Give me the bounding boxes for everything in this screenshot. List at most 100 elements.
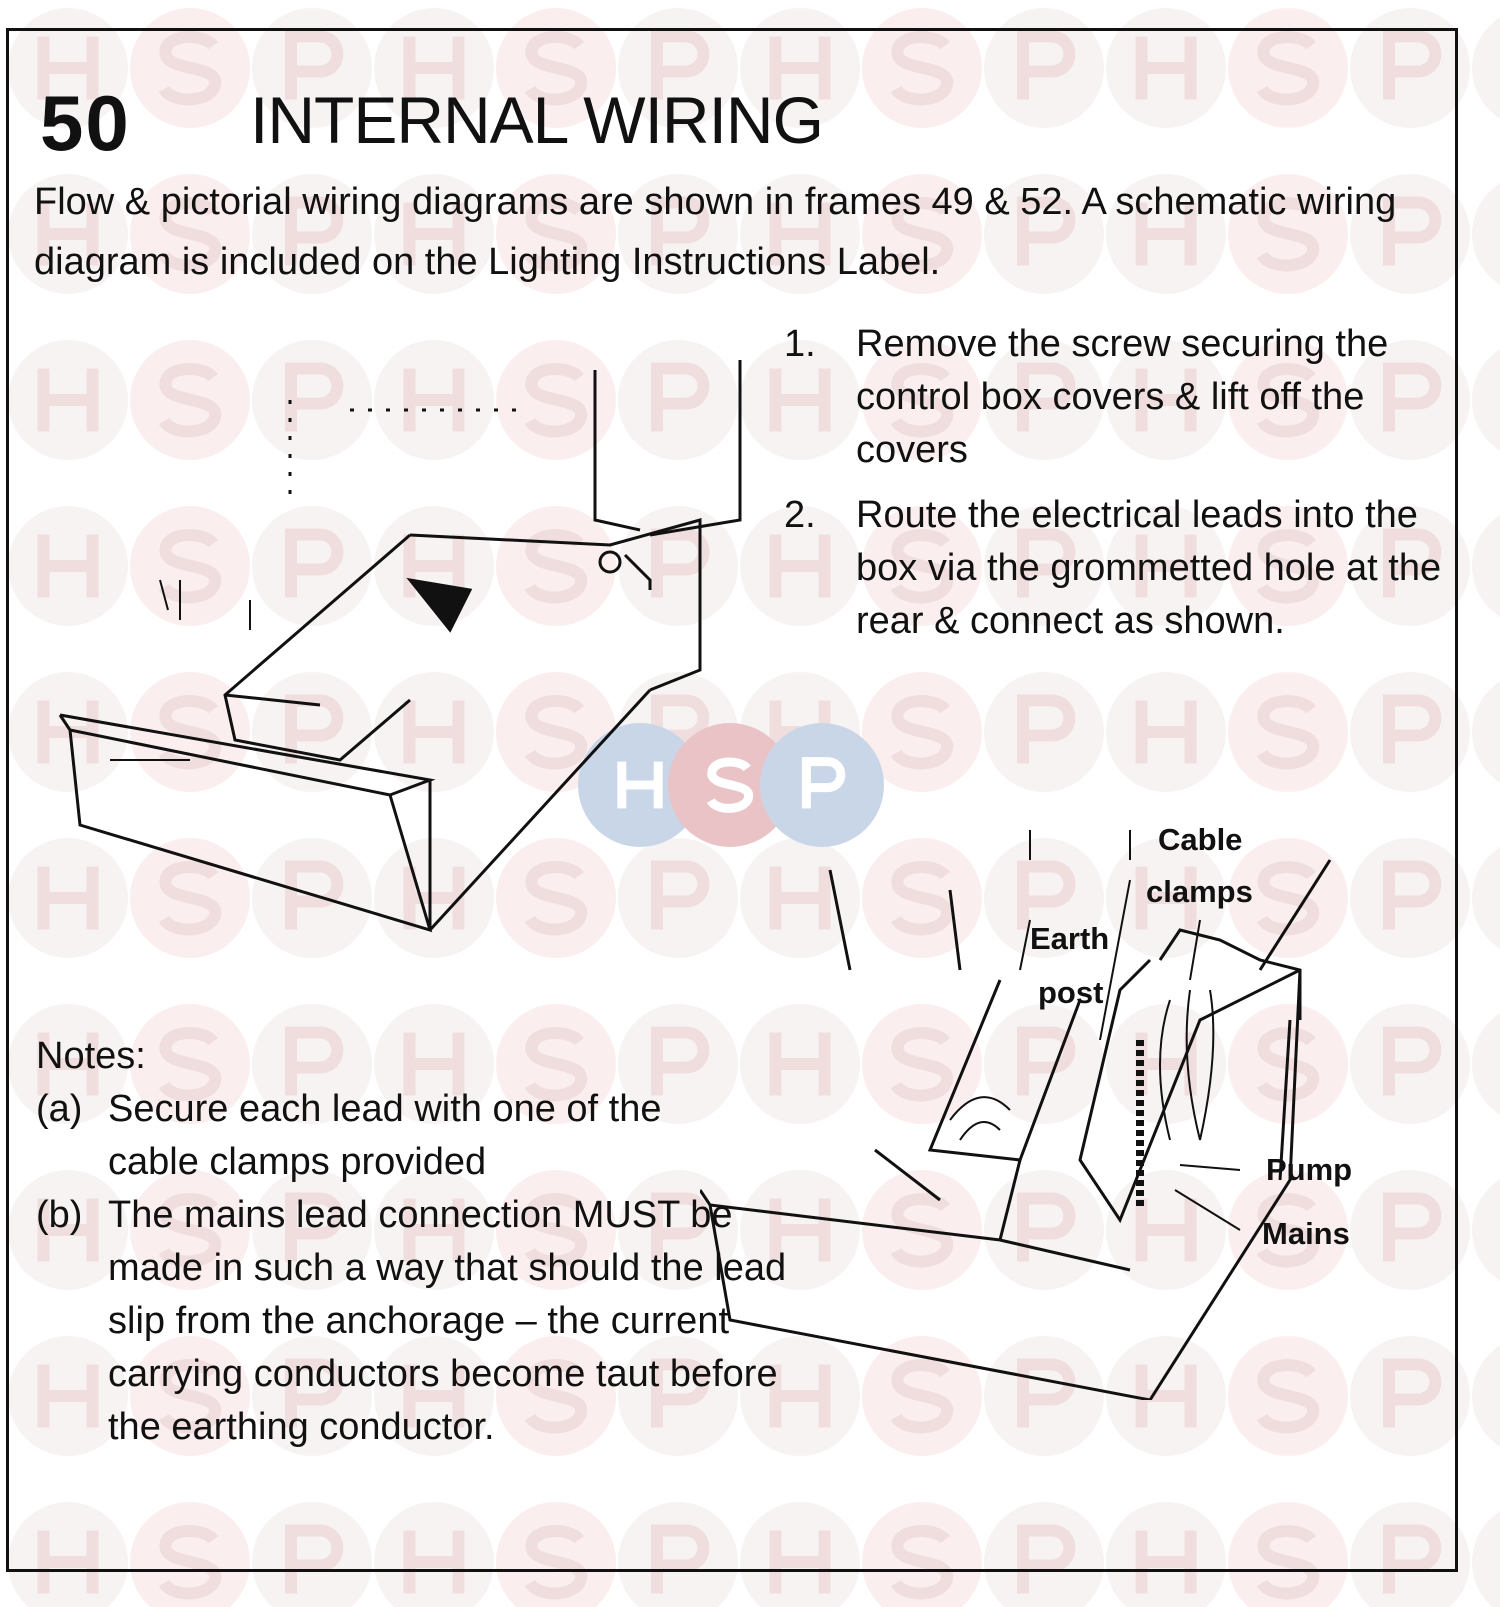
watermark-letter-shape [1017,1358,1076,1428]
watermark-letter-shape [801,757,846,809]
watermark-letter-shape [769,1032,831,1096]
watermark-circle [984,1502,1104,1607]
watermark-letter-shape [706,757,754,813]
watermark-letter-shape [1383,1192,1442,1262]
watermark-letter-shape [158,197,222,272]
watermark-letter-shape [890,1359,954,1434]
watermark-letter-shape [769,202,831,266]
watermark-letter-shape [890,197,954,272]
note-a: (a) Secure each lead with one of the cabl… [36,1083,816,1189]
watermark-letter-shape [158,1193,222,1268]
step-text: Route the electrical leads into the box … [856,494,1442,642]
note-text: The mains lead connection MUST be made i… [108,1194,787,1448]
watermark-letter-shape [524,1359,588,1434]
watermark-circle [1472,183,1500,285]
watermark-letter-shape [1017,528,1076,598]
watermark-letter-shape [1135,202,1197,266]
label-text: clamps [1146,874,1253,909]
watermark-letter-shape [403,36,465,100]
watermark-letter-shape [1135,1198,1197,1262]
watermark-letter-shape [769,1198,831,1262]
watermark-letter-shape [1383,196,1442,266]
watermark-letter-shape [1017,694,1076,764]
watermark-letter-shape [651,196,710,266]
watermark-letter-shape [37,1364,99,1428]
watermark-letter-shape [1135,368,1197,432]
watermark-letter-shape [651,30,710,100]
watermark-circle [1472,349,1500,451]
watermark-letter-shape [403,202,465,266]
watermark-circle [1472,1345,1500,1447]
watermark-letter-shape [285,1358,344,1428]
watermark-letter-shape [285,1192,344,1262]
watermark-letter-shape [524,363,588,438]
watermark-letter-shape [1383,1358,1442,1428]
label-mains: Mains [1262,1216,1350,1251]
watermark-letter-shape [524,861,588,936]
watermark-letter-shape [37,1530,99,1594]
watermark-letter-shape [524,529,588,604]
watermark-letter-shape [1383,860,1442,930]
watermark-letter-shape [285,694,344,764]
note-marker: (a) [36,1088,83,1130]
step-number: 2. [784,494,816,536]
watermark-letter-shape [524,1027,588,1102]
watermark-letter-shape [1256,1525,1320,1600]
watermark-letter-shape [890,1525,954,1600]
watermark-letter-shape [1256,695,1320,770]
watermark-letter-shape [37,866,99,930]
watermark-letter-shape [769,534,831,598]
page-title: INTERNAL WIRING [250,83,824,157]
watermark-letter-shape [1017,362,1076,432]
watermark-letter-shape [524,695,588,770]
watermark-letter-shape [1256,1193,1320,1268]
watermark-letter-shape [158,1027,222,1102]
watermark-letter-shape [37,534,99,598]
watermark-circle [1472,17,1500,119]
watermark-letter-shape [37,1032,99,1096]
wiring-connection-diagram [700,830,1332,1400]
watermark-letter-shape [1017,1524,1076,1594]
watermark-letter-shape [285,1524,344,1594]
watermark-letter-shape [37,368,99,432]
note-text: Secure each lead with one of the cable c… [108,1088,662,1183]
notes-heading: Notes: [36,1035,146,1077]
watermark-letter-shape [1256,197,1320,272]
watermark-letter-shape [158,363,222,438]
note-marker: (b) [36,1194,83,1236]
watermark-letter-shape [158,695,222,770]
watermark-letter-shape [403,1364,465,1428]
watermark-letter-shape [1256,1027,1320,1102]
watermark-letter-shape [617,761,663,809]
watermark-letter-shape [158,861,222,936]
watermark-letter-shape [403,1530,465,1594]
watermark-letter-shape [651,1026,710,1096]
step-1: 1.Remove the screw securing the control … [784,318,1444,477]
watermark-letter-shape [158,1525,222,1600]
watermark-letter-shape [1135,36,1197,100]
watermark-circle [618,1502,738,1607]
watermark-circle [1472,1179,1500,1281]
watermark-letter-shape [651,1192,710,1262]
watermark-letter-shape [285,362,344,432]
watermark-letter-shape [37,202,99,266]
control-box-diagram [58,360,742,933]
frame-number: 50 [40,79,131,167]
watermark-letter-shape [1383,30,1442,100]
watermark-letter-shape [1383,1524,1442,1594]
watermark-letter-shape [651,1524,710,1594]
watermark-letter-shape [890,695,954,770]
watermark-letter-shape [524,1193,588,1268]
watermark-circle [1472,847,1500,949]
watermark-circle [1472,1013,1500,1115]
watermark-letter-shape [1017,1192,1076,1262]
watermark-letter-shape [651,860,710,930]
watermark-letter-shape [890,31,954,106]
watermark-letter-shape [890,1027,954,1102]
watermark-letter-shape [651,362,710,432]
watermark-letter-shape [158,31,222,106]
watermark-letter-shape [769,1530,831,1594]
watermark-letter-shape [524,31,588,106]
label-text: post [1038,975,1104,1010]
